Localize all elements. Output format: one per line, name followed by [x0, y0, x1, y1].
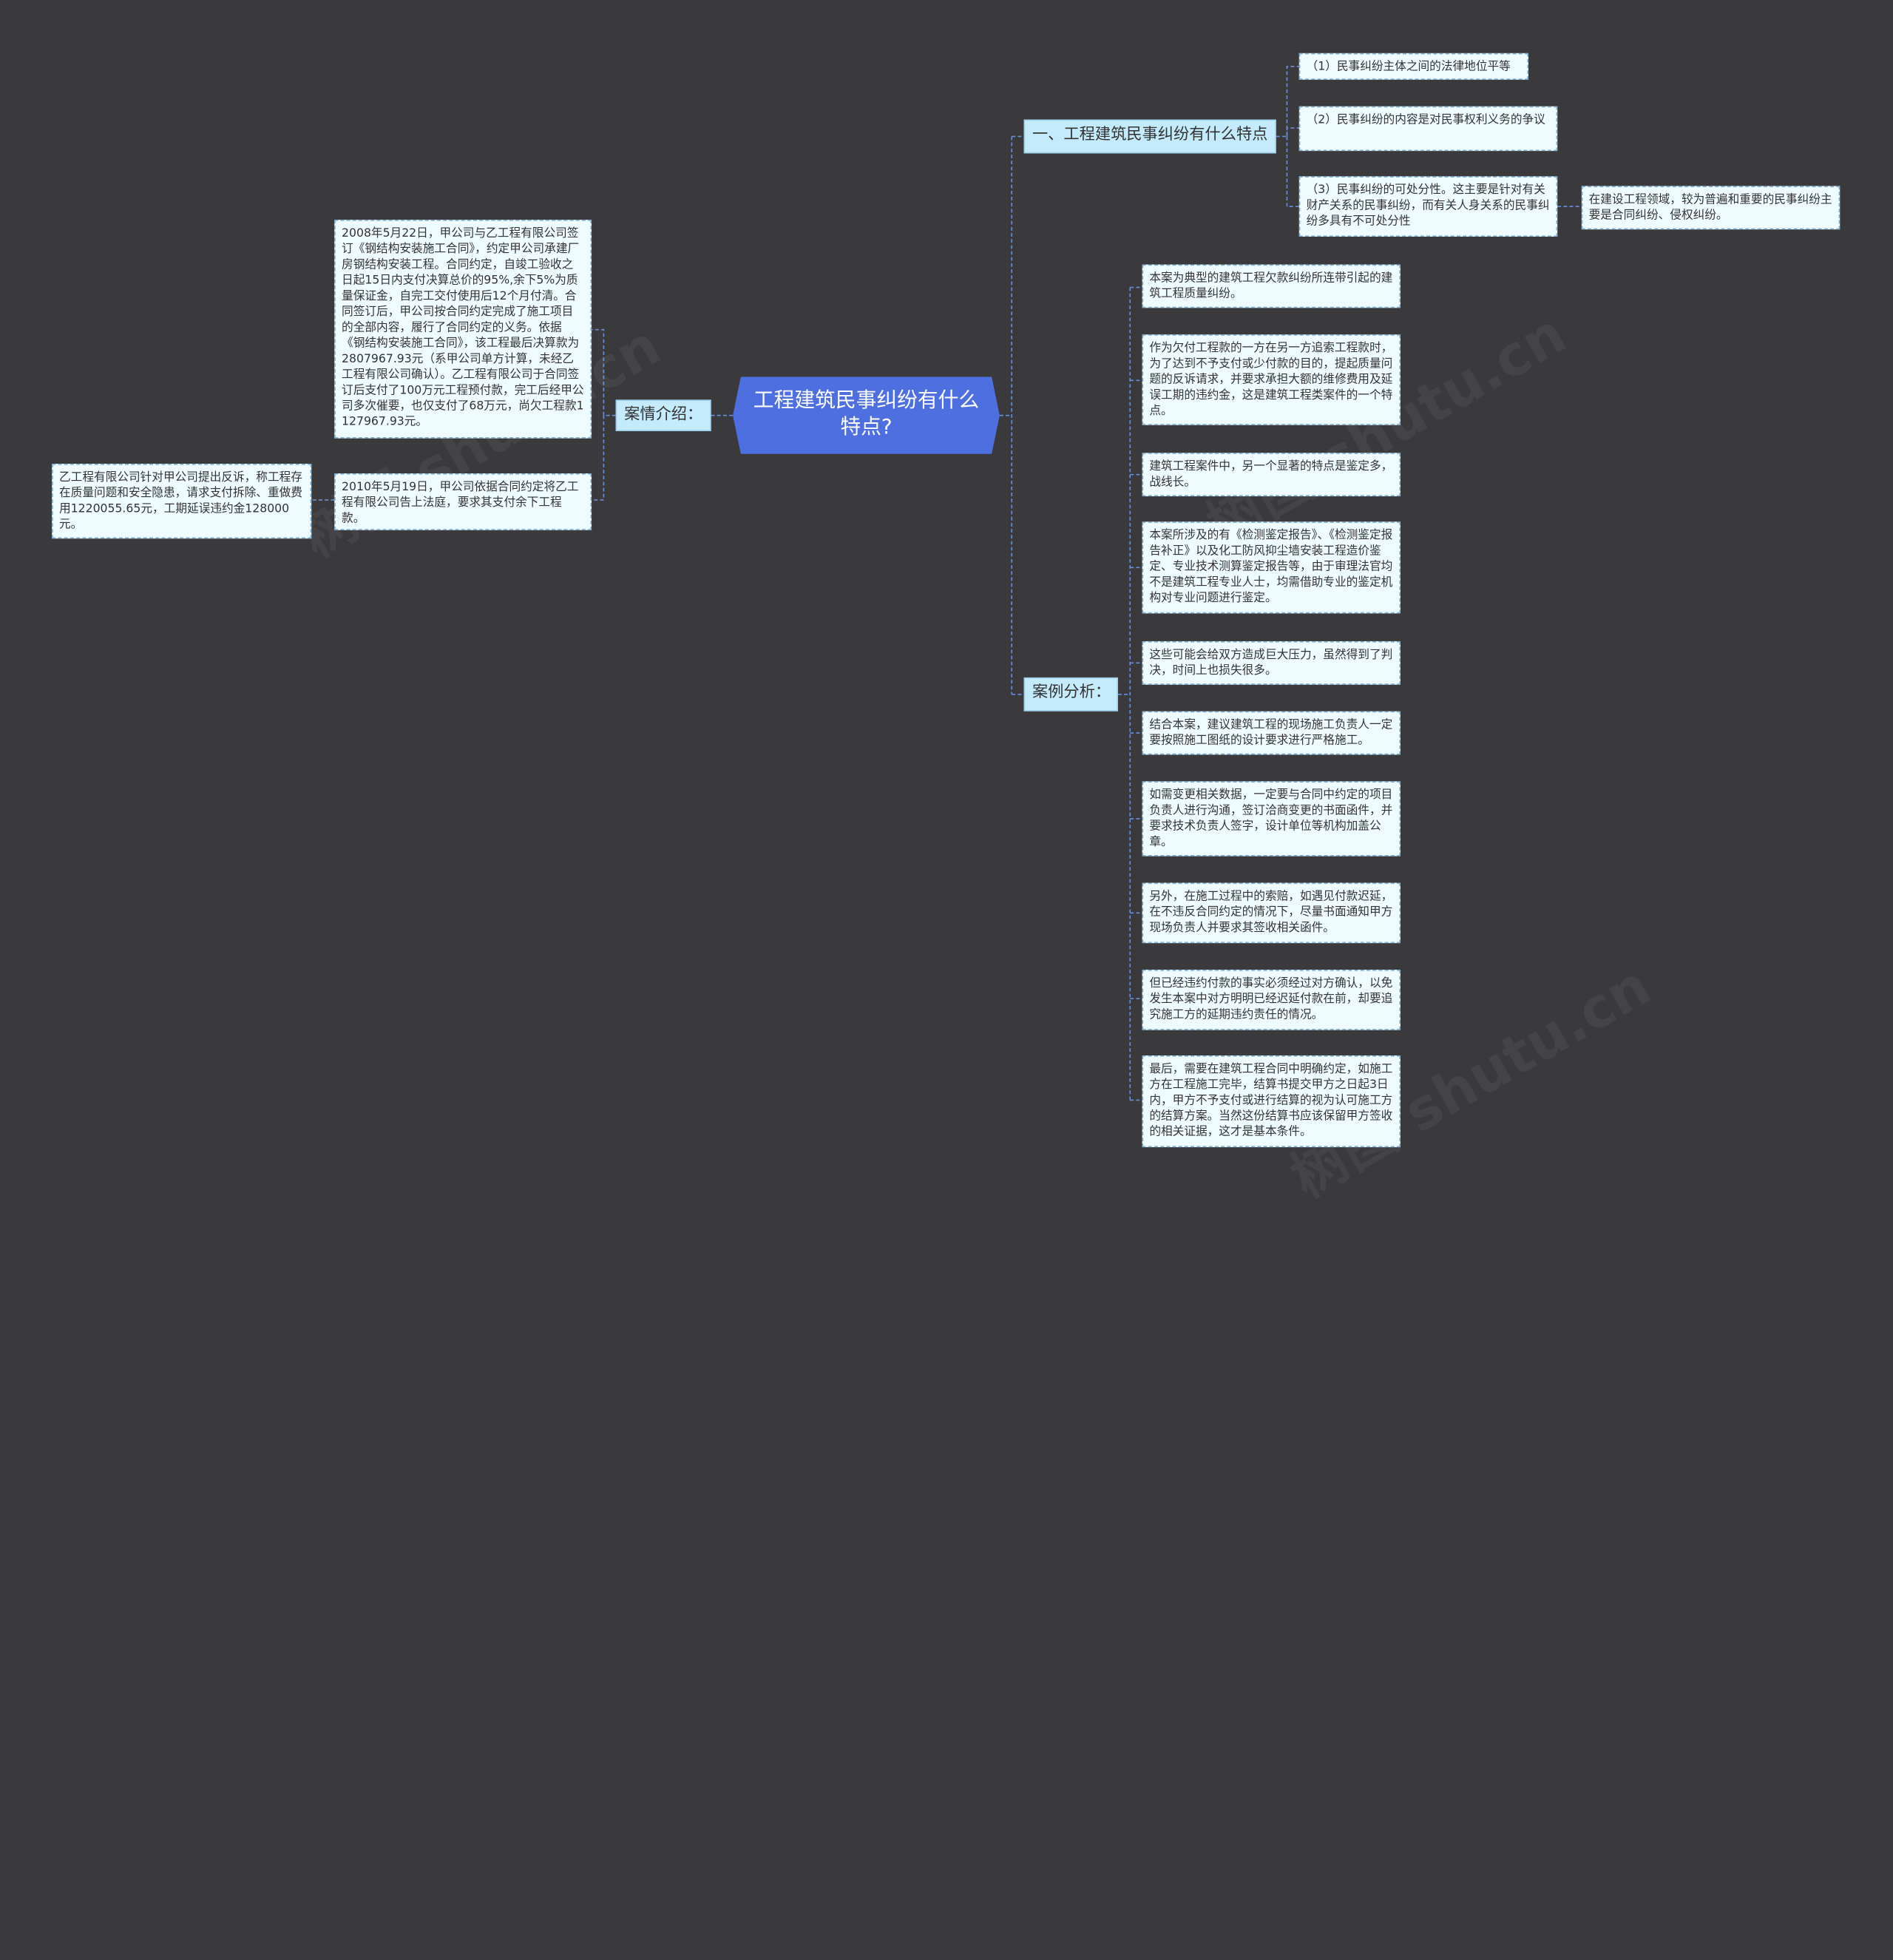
node-text: （3）民事纠纷的可处分性。这主要是针对有关财产关系的民事纠纷，而有关人身关系的民…: [1306, 183, 1550, 229]
node-text: 作为欠付工程款的一方在另一方追索工程款时，为了达到不予支付或少付款的目的，提起质…: [1149, 342, 1393, 418]
node-text: 最后，需要在建筑工程合同中明确约定，如施工方在工程施工完毕，结算书提交甲方之日起…: [1149, 1062, 1393, 1139]
analysis-node[interactable]: 但已经违约付款的事实必须经过对方确认，以免发生本案中对方明明已经迟延付款在前，却…: [1142, 970, 1401, 1030]
node-text: 2010年5月19日，甲公司依据合同约定将乙工程有限公司告上法庭，要求其支付余下…: [342, 480, 579, 526]
analysis-node[interactable]: 建筑工程案件中，另一个显著的特点是鉴定多，战线长。: [1142, 453, 1401, 497]
node-text: 另外，在施工过程中的索赔，如遇见付款迟延，在不违反合同约定的情况下，尽量书面通知…: [1149, 890, 1393, 935]
branch-case-intro[interactable]: 案情介绍：: [615, 399, 711, 431]
feature-subnode[interactable]: 在建设工程领域，较为普遍和重要的民事纠纷主要是合同纠纷、侵权纠纷。: [1581, 186, 1840, 230]
case-intro-node[interactable]: 2010年5月19日，甲公司依据合同约定将乙工程有限公司告上法庭，要求其支付余下…: [334, 473, 592, 530]
analysis-node[interactable]: 本案为典型的建筑工程欠款纠纷所连带引起的建筑工程质量纠纷。: [1142, 264, 1401, 308]
branch-label: 案例分析：: [1032, 683, 1111, 702]
analysis-node[interactable]: 另外，在施工过程中的索赔，如遇见付款迟延，在不违反合同约定的情况下，尽量书面通知…: [1142, 882, 1401, 944]
analysis-node[interactable]: 如需变更相关数据，一定要与合同中约定的项目负责人进行沟通，签订洽商变更的书面函件…: [1142, 781, 1401, 856]
analysis-node[interactable]: 本案所涉及的有《检测鉴定报告》、《检测鉴定报告补正》以及化工防风抑尘墙安装工程造…: [1142, 521, 1401, 614]
node-text: 在建设工程领域，较为普遍和重要的民事纠纷主要是合同纠纷、侵权纠纷。: [1588, 193, 1832, 223]
feature-node[interactable]: （2）民事纠纷的内容是对民事权利义务的争议: [1298, 106, 1558, 152]
root-node[interactable]: 工程建筑民事纠纷有什么特点?: [733, 376, 1000, 454]
case-intro-node[interactable]: 2008年5月22日，甲公司与乙工程有限公司签订《钢结构安装施工合同》，约定甲公…: [334, 220, 592, 439]
node-text: 如需变更相关数据，一定要与合同中约定的项目负责人进行沟通，签订洽商变更的书面函件…: [1149, 788, 1393, 849]
analysis-node[interactable]: 结合本案，建议建筑工程的现场施工负责人一定要按照施工图纸的设计要求进行严格施工。: [1142, 711, 1401, 755]
analysis-node[interactable]: 作为欠付工程款的一方在另一方追索工程款时，为了达到不予支付或少付款的目的，提起质…: [1142, 334, 1401, 425]
branch-features[interactable]: 一、工程建筑民事纠纷有什么特点: [1023, 119, 1276, 154]
branch-analysis[interactable]: 案例分析：: [1023, 677, 1118, 712]
counterclaim-node[interactable]: 乙工程有限公司针对甲公司提出反诉，称工程存在质量问题和安全隐患，请求支付拆除、重…: [52, 463, 312, 539]
watermark-text: 树图 shutu.cn: [1195, 300, 1577, 558]
node-text: 本案所涉及的有《检测鉴定报告》、《检测鉴定报告补正》以及化工防风抑尘墙安装工程造…: [1149, 529, 1393, 605]
node-text: （2）民事纠纷的内容是对民事权利义务的争议: [1306, 113, 1545, 127]
node-text: （1）民事纠纷主体之间的法律地位平等: [1306, 60, 1511, 74]
node-text: 乙工程有限公司针对甲公司提出反诉，称工程存在质量问题和安全隐患，请求支付拆除、重…: [59, 470, 302, 532]
branch-label: 案情介绍：: [624, 405, 703, 425]
node-text: 本案为典型的建筑工程欠款纠纷所连带引起的建筑工程质量纠纷。: [1149, 271, 1393, 301]
node-text: 这些可能会给双方造成巨大压力，虽然得到了判决，时间上也损失很多。: [1149, 648, 1393, 677]
node-text: 2008年5月22日，甲公司与乙工程有限公司签订《钢结构安装施工合同》，约定甲公…: [342, 226, 584, 429]
analysis-node[interactable]: 最后，需要在建筑工程合同中明确约定，如施工方在工程施工完毕，结算书提交甲方之日起…: [1142, 1055, 1401, 1148]
feature-node[interactable]: （3）民事纠纷的可处分性。这主要是针对有关财产关系的民事纠纷，而有关人身关系的民…: [1298, 176, 1558, 237]
branch-label: 一、工程建筑民事纠纷有什么特点: [1032, 125, 1268, 144]
feature-node[interactable]: （1）民事纠纷主体之间的法律地位平等: [1298, 53, 1528, 80]
analysis-node[interactable]: 这些可能会给双方造成巨大压力，虽然得到了判决，时间上也损失很多。: [1142, 641, 1401, 685]
root-title: 工程建筑民事纠纷有什么特点?: [753, 388, 980, 440]
node-text: 结合本案，建议建筑工程的现场施工负责人一定要按照施工图纸的设计要求进行严格施工。: [1149, 718, 1393, 748]
node-text: 但已经违约付款的事实必须经过对方确认，以免发生本案中对方明明已经迟延付款在前，却…: [1149, 976, 1393, 1022]
connector-lines: [311, 65, 1582, 1101]
node-text: 建筑工程案件中，另一个显著的特点是鉴定多，战线长。: [1149, 460, 1393, 490]
